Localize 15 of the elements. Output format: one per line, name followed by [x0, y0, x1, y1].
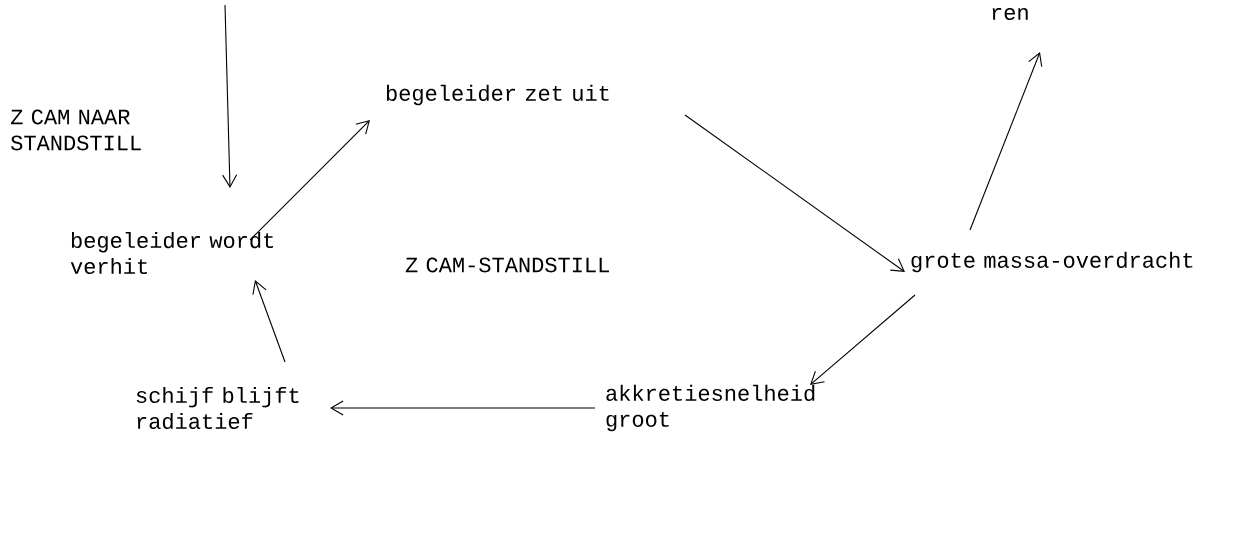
arrow: [252, 280, 286, 363]
arrow: [969, 52, 1043, 231]
node-text: schijf blijft radiatief: [136, 386, 299, 430]
arrow: [249, 120, 370, 241]
arrow: [330, 400, 596, 416]
node-text: begeleider wordt verhit: [70, 231, 274, 275]
arrow: [684, 114, 905, 272]
arrow: [810, 294, 916, 385]
node-text: akkretiesnelheid groot: [606, 384, 815, 432]
label: Z CAM NAAR STANDSTILL: [11, 109, 141, 151]
arrow: [222, 4, 238, 188]
label: Z CAM-STANDSTILL: [405, 257, 609, 273]
node-text: begeleider zet uit: [386, 84, 609, 106]
node-text: grote massa-overdracht: [911, 251, 1193, 273]
node-text: ren: [992, 7, 1028, 21]
